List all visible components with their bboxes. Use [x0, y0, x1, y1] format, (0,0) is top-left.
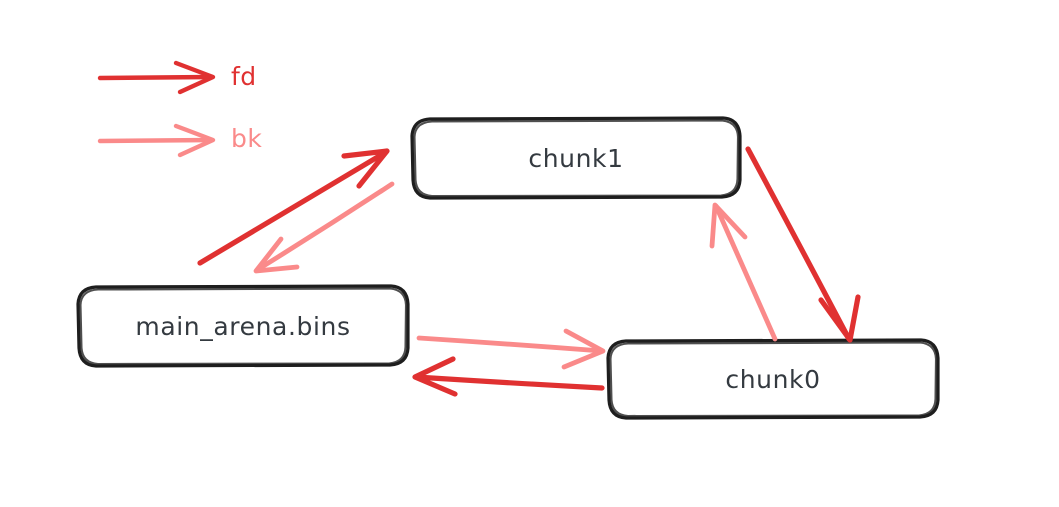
edge-fd-chunk1-to-chunk0-arrowhead — [818, 294, 861, 343]
edge-bk-arena-to-chunk0-line — [416, 335, 605, 354]
node-chunk0-outline-b — [609, 341, 938, 418]
edge-bk-chunk0-to-chunk1[interactable] — [709, 202, 778, 342]
node-chunk1[interactable] — [410, 116, 742, 200]
legend-fd-line — [97, 74, 215, 81]
edge-bk-chunk1-to-arena[interactable] — [253, 181, 395, 274]
node-chunk1-outline-a — [410, 116, 742, 200]
node-chunk0[interactable] — [606, 338, 940, 420]
edge-bk-chunk1-to-arena-line — [254, 181, 395, 273]
edge-fd-arena-to-chunk1-line — [197, 149, 389, 266]
edge-fd-chunk0-to-arena[interactable] — [412, 356, 605, 397]
node-main-arena-outline-b — [79, 287, 408, 366]
edge-fd-chunk0-to-arena-arrowhead — [412, 356, 458, 397]
edge-bk-chunk0-to-chunk1-line — [713, 203, 778, 342]
edge-bk-chunk1-to-arena-arrowhead — [253, 236, 300, 274]
node-chunk1-outline-b — [413, 119, 740, 198]
legend-bk-arrowhead — [173, 123, 216, 158]
legend-fd-arrow — [97, 60, 216, 95]
edge-fd-arena-to-chunk1[interactable] — [197, 148, 390, 266]
edge-bk-arena-to-chunk0[interactable] — [416, 328, 606, 370]
legend-label-bk: bk — [231, 124, 263, 153]
node-chunk0-outline-a — [606, 338, 940, 420]
legend-bk-arrow — [97, 123, 216, 158]
node-main-arena-bins[interactable] — [76, 284, 410, 368]
edge-fd-chunk1-to-chunk0-line — [745, 146, 852, 342]
legend-label-fd: fd — [231, 62, 257, 91]
node-main-arena-outline-a — [76, 284, 410, 368]
edge-bk-chunk0-to-chunk1-arrowhead — [709, 202, 748, 249]
legend-bk-line — [97, 137, 215, 144]
edge-fd-arena-to-chunk1-arrowhead — [341, 148, 390, 189]
edge-bk-arena-to-chunk0-arrowhead — [561, 328, 606, 370]
legend-fd-arrowhead — [173, 60, 216, 95]
edge-fd-chunk0-to-arena-line — [413, 374, 605, 391]
edge-fd-chunk1-to-chunk0[interactable] — [745, 146, 861, 343]
